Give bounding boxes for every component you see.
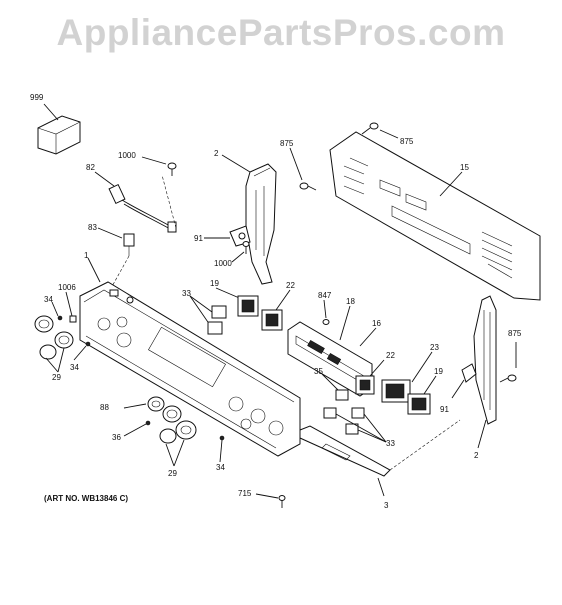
part-1-backguard (79, 257, 301, 457)
callout-1000-top: 1000 (118, 151, 136, 160)
callout-34-b: 34 (70, 363, 79, 372)
callout-18: 18 (346, 297, 355, 306)
part-715-screw (255, 493, 286, 508)
part-2-side-bracket-right (473, 295, 497, 449)
part-29-knobs-lower (159, 405, 197, 467)
part-3-trim-strip (299, 410, 461, 497)
callout-715: 715 (238, 489, 252, 498)
part-15-rear-panel (329, 131, 541, 301)
part-33-switches-upper (189, 295, 227, 335)
art-number-label: (ART NO. WB13846 C) (44, 494, 129, 503)
part-22-switch-lower (355, 359, 385, 395)
callout-1006: 1006 (58, 283, 76, 292)
callout-999: 999 (30, 93, 44, 102)
callout-33-lower: 33 (386, 439, 395, 448)
callout-29-left: 29 (52, 373, 61, 382)
callout-15: 15 (460, 163, 469, 172)
callout-91-left: 91 (194, 234, 203, 243)
callout-875-b: 875 (400, 137, 414, 146)
callout-3: 3 (384, 501, 389, 510)
part-847-screw (322, 299, 330, 325)
part-36-clip (123, 420, 151, 437)
callout-33-upper: 33 (182, 289, 191, 298)
part-83-connector (97, 227, 135, 291)
callout-35: 35 (314, 367, 323, 376)
callout-875-c: 875 (508, 329, 522, 338)
callout-34-c: 34 (216, 463, 225, 472)
watermark: AppliancePartsPros.com (56, 12, 506, 53)
callout-22-lower: 22 (386, 351, 395, 360)
callout-88: 88 (100, 403, 109, 412)
callout-1000-lower: 1000 (214, 259, 232, 268)
part-999-package (37, 103, 81, 155)
part-1000-screw-lower (231, 241, 250, 263)
part-875-screws (289, 122, 517, 383)
part-19-switch-lower (407, 375, 437, 415)
callout-34-a: 34 (44, 295, 53, 304)
part-35-switch (321, 373, 349, 401)
callout-29-lower: 29 (168, 469, 177, 478)
part-2-side-bracket-left (204, 154, 277, 285)
part-82-wire-harness (94, 171, 177, 233)
callout-19-lower: 19 (434, 367, 443, 376)
part-23-switch (381, 351, 433, 403)
part-22-switch-upper (261, 289, 291, 331)
callout-22-upper: 22 (286, 281, 295, 290)
callout-1: 1 (84, 251, 89, 260)
part-91-bracket-clip-right (451, 363, 477, 399)
callout-19-upper: 19 (210, 279, 219, 288)
part-29-knobs-left (34, 315, 74, 373)
callout-16: 16 (372, 319, 381, 328)
callout-labels: 999 1000 82 2 875 875 15 83 91 1000 1 10… (30, 93, 522, 510)
callout-83: 83 (88, 223, 97, 232)
part-1006-clip (65, 291, 77, 323)
part-19-switch-upper (215, 287, 259, 317)
part-34-screws (51, 301, 225, 463)
part-33-switches-lower (323, 407, 387, 443)
callout-91-right: 91 (440, 405, 449, 414)
callout-82: 82 (86, 163, 95, 172)
part-1000-screw-top (141, 156, 177, 176)
callout-23: 23 (430, 343, 439, 352)
callout-2-left: 2 (214, 149, 219, 158)
part-88-knob (123, 396, 165, 412)
callout-875-a: 875 (280, 139, 294, 148)
callout-2-right: 2 (474, 451, 479, 460)
callout-36: 36 (112, 433, 121, 442)
callout-847: 847 (318, 291, 332, 300)
